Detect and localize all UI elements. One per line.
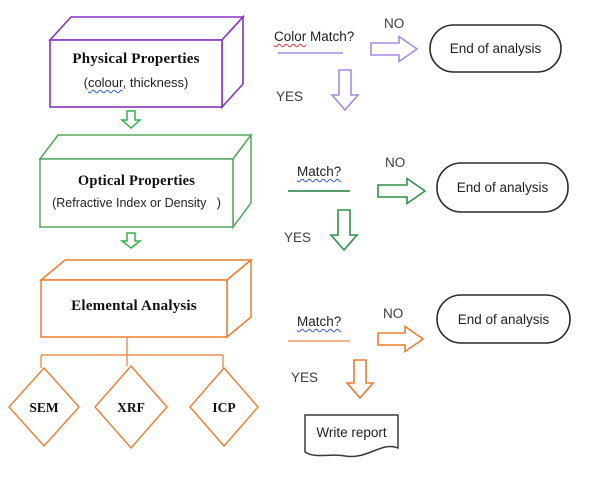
physical-box-subtitle: (colour, thickness): [50, 75, 222, 90]
xrf-diamond: [94, 364, 168, 450]
optical-box-subtitle: (Refractive Index or Density ): [52, 196, 221, 210]
elemental-box-top-face: [38, 259, 254, 281]
decision1-no-label: NO: [384, 16, 405, 31]
subtitle-rest: , thickness): [122, 75, 189, 90]
optical-box-title: Optical Properties: [77, 173, 196, 189]
decision3-question-word: Match?: [297, 314, 342, 329]
end1-label: End of analysis: [449, 41, 542, 56]
decision2-no-arrow: [377, 176, 427, 206]
decision2-yes-arrow: [329, 209, 359, 252]
decision1-question-rest: Match?: [306, 29, 355, 44]
decision3-yes-label: YES: [291, 370, 319, 385]
decision2-no-label: NO: [385, 155, 406, 170]
optical-box-front-face: [39, 158, 234, 228]
decision1-question-word: Color: [274, 29, 307, 44]
physical-box-title: Physical Properties: [72, 51, 200, 67]
down-arrow-optical-to-elemental: [119, 232, 143, 249]
write-report-document: [304, 414, 399, 458]
subtitle-colour-word: colour: [87, 75, 123, 90]
end3-terminator: [436, 294, 571, 344]
end1-terminator: [429, 24, 562, 73]
icp-label: ICP: [212, 400, 236, 415]
decision3-question: Match?: [297, 314, 341, 329]
decision2-yes-label: YES: [284, 230, 312, 245]
end3-label: End of analysis: [457, 311, 550, 327]
end2-terminator: [436, 162, 569, 213]
decision3-no-label: NO: [383, 306, 404, 321]
xrf-label: XRF: [117, 400, 145, 415]
end2-label: End of analysis: [456, 180, 549, 195]
elemental-box-title: Elemental Analysis: [71, 298, 197, 314]
decision1-yes-arrow: [330, 69, 360, 112]
write-report-label: Write report: [316, 424, 387, 440]
decision1-yes-label: YES: [276, 89, 304, 104]
elemental-box-front-face: [40, 279, 228, 338]
decision3-yes-arrow: [345, 359, 375, 400]
decision2-question: Match?: [297, 164, 341, 179]
physical-box-front-face: [49, 39, 223, 108]
subtitle-paren: (: [83, 75, 88, 90]
physical-box-top-face: [48, 16, 245, 41]
decision2-question-word: Match?: [297, 164, 342, 179]
sem-label: SEM: [29, 400, 59, 415]
icp-diamond: [189, 366, 259, 448]
optical-box-top-face: [38, 134, 253, 160]
sem-diamond: [8, 366, 80, 448]
decision1-no-arrow: [370, 34, 419, 64]
down-arrow-physical-to-optical: [120, 110, 142, 130]
decision1-question: Color Match?: [274, 29, 354, 44]
decision3-no-arrow: [377, 324, 425, 354]
